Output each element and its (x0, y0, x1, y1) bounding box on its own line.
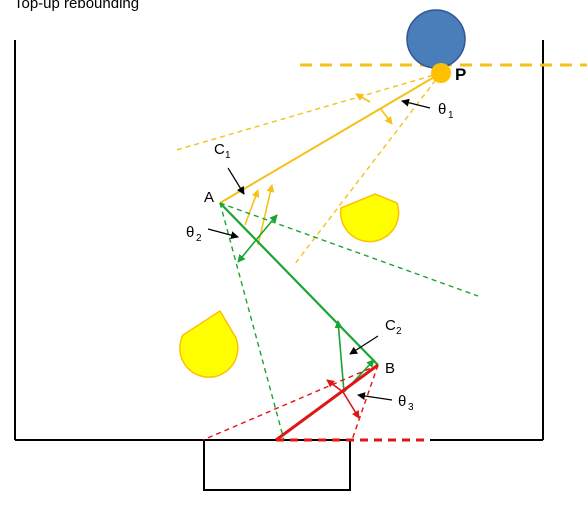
label-c1: C 1 (214, 141, 231, 161)
svg-text:C: C (214, 141, 225, 158)
c1-pointer (227, 167, 245, 195)
container (14, 40, 544, 441)
obstacle-2 (179, 309, 239, 378)
ball (406, 9, 466, 69)
c2-pointer (349, 335, 379, 355)
segment-3 (202, 363, 430, 442)
theta2-pointer (207, 228, 239, 240)
svg-text:C: C (385, 317, 396, 334)
svg-text:3: 3 (408, 402, 414, 413)
label-c2: C 2 (385, 317, 402, 337)
label-b: B (385, 360, 395, 377)
point-p (431, 63, 451, 83)
theta3-pointer (357, 392, 393, 401)
svg-text:2: 2 (196, 233, 202, 244)
svg-text:θ: θ (186, 224, 194, 241)
obstacle-1 (339, 193, 400, 243)
label-p: P (455, 65, 466, 84)
segment-2 (219, 202, 479, 441)
svg-text:1: 1 (448, 110, 454, 121)
label-theta2: θ 2 (186, 224, 202, 244)
caption: Top-up rebounding (14, 0, 139, 12)
label-theta3: θ 3 (398, 393, 414, 413)
svg-text:2: 2 (396, 326, 402, 337)
theta1-pointer (401, 98, 431, 109)
label-theta1: θ 1 (438, 101, 454, 121)
drain-box (203, 439, 351, 491)
svg-text:θ: θ (438, 101, 446, 118)
svg-text:θ: θ (398, 393, 406, 410)
segment-1 (172, 72, 442, 266)
label-a: A (204, 189, 214, 206)
svg-text:1: 1 (225, 150, 231, 161)
